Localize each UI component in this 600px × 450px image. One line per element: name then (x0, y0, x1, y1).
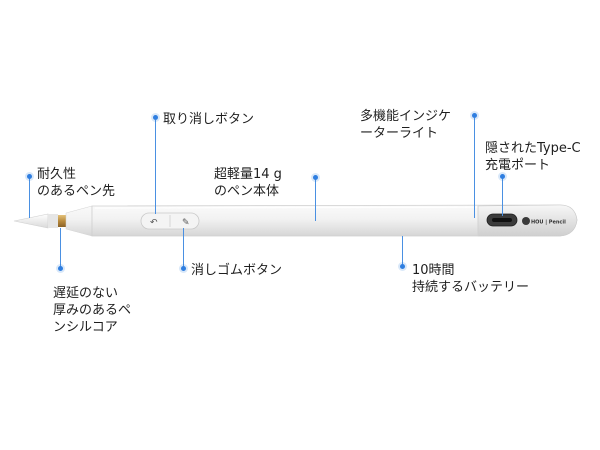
erase-symbol: ✎ (182, 218, 190, 228)
undo-symbol: ↶ (150, 218, 158, 228)
label-indicator-light: 多機能インジケ ーターライト (360, 109, 452, 141)
dot-weight (313, 175, 318, 180)
leader-battery (402, 236, 403, 266)
leader-port (502, 178, 503, 216)
pen-buttons: ↶ ✎ (140, 212, 200, 230)
label-weight: 超軽量14 g のペン本体 (214, 167, 282, 199)
leader-indicator (474, 118, 475, 218)
leader-core (60, 228, 61, 268)
leader-undo (155, 120, 156, 214)
dot-port (500, 174, 505, 179)
leader-tip (29, 178, 30, 218)
brand-text: HOU | Pencil (531, 220, 566, 226)
label-erase-button: 消しゴムボタン (191, 263, 283, 278)
dot-erase (181, 266, 186, 271)
leader-weight (315, 179, 316, 221)
label-pencil-core: 遅延のない 厚みのあるペ ンシルコア (53, 286, 132, 335)
label-hidden-typec: 隠されたType-C 充電ポート (485, 141, 581, 173)
dot-core (58, 266, 63, 271)
dot-indicator (472, 113, 477, 118)
label-undo-button: 取り消しボタン (163, 112, 255, 127)
dot-tip (27, 174, 32, 179)
gold-ferrule (58, 215, 66, 227)
hou-logo-icon (522, 217, 530, 225)
label-battery: 10時間 持続するバッテリー (412, 263, 530, 295)
leader-erase (183, 228, 184, 268)
label-durable-tip: 耐久性 のあるペン先 (37, 167, 116, 199)
pen-tip (13, 213, 58, 229)
dot-undo (153, 115, 158, 120)
pen-cone (65, 205, 93, 237)
dot-battery (400, 264, 405, 269)
